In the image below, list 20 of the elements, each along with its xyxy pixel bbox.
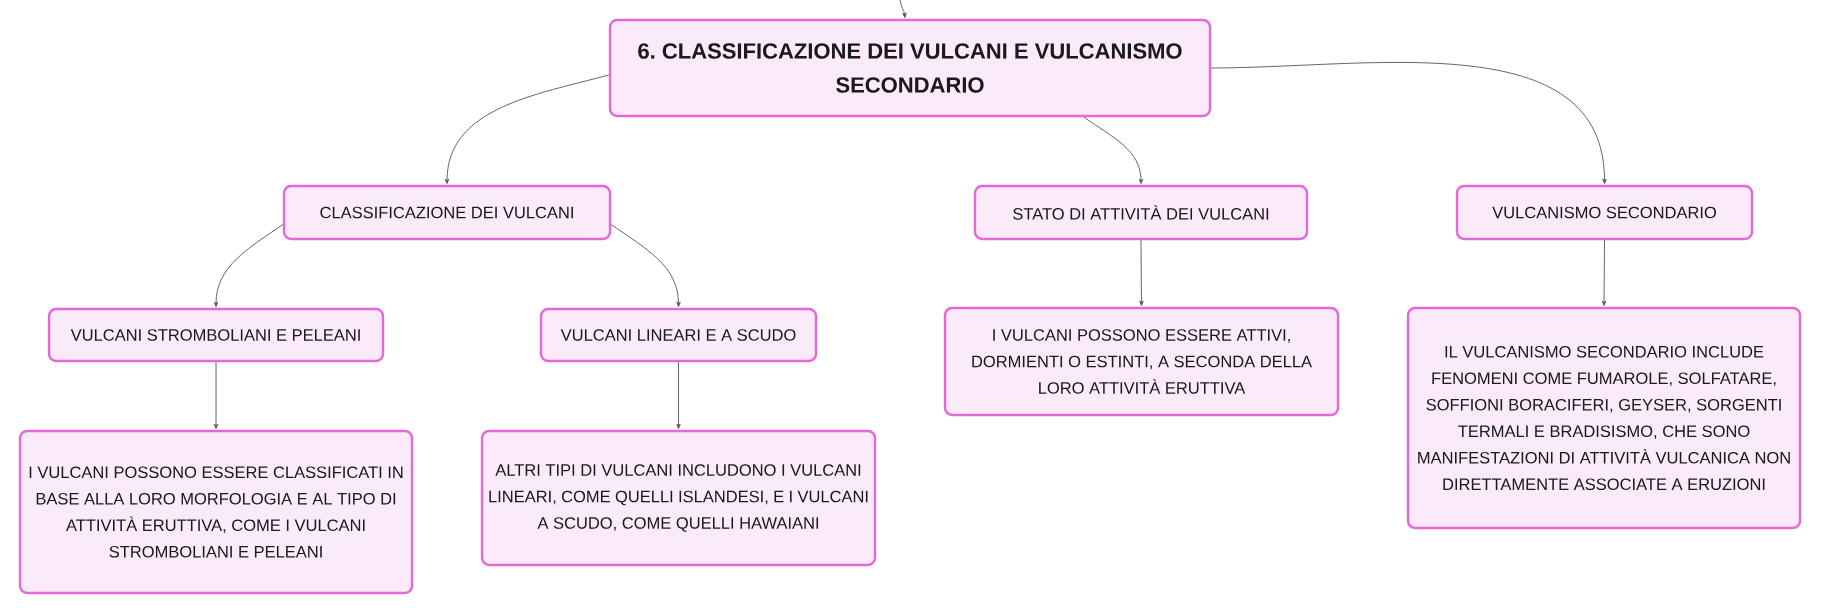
- connector-arrow: [899, 0, 907, 18]
- central-topic-box: 6. CLASSIFICAZIONE DEI VULCANI E VULCANISMO SECONDARIO: [608, 18, 1212, 118]
- topic-box: VULCANI STROMBOLIANI E PELEANI: [47, 307, 385, 363]
- topic-box: VULCANISMO SECONDARIO: [1455, 184, 1754, 241]
- connector-arrow: [676, 361, 681, 429]
- topic-box: CLASSIFICAZIONE DEI VULCANI: [282, 184, 612, 241]
- connector-arrow: [1083, 116, 1144, 184]
- description-box: IL VULCANISMO SECONDARIO INCLUDE FENOMENI COME FUMAROLE, SOLFATARE, SOFFIONI BORACIFERI, GEYSER, SORGENTI TERMALI E BRADISISMO, CHE SONO MANIFESTAZIONI DI ATTIVITÀ VULCANICA NON DIRETTAMENTE ASSOCIATE A ERUZIONI: [1406, 306, 1802, 530]
- connector-arrow: [1210, 62, 1607, 184]
- description-box: I VULCANI POSSONO ESSERE ATTIVI, DORMIENTI O ESTINTI, A SECONDA DELLA LORO ATTIVITÀ ERUTTIVA: [943, 306, 1340, 417]
- description-box: I VULCANI POSSONO ESSERE CLASSIFICATI IN BASE ALLA LORO MORFOLOGIA E AL TIPO DI ATTIVITÀ ERUTTIVA, COME I VULCANI STROMBOLIANI E PELEANI: [18, 429, 414, 595]
- connector-arrow: [1139, 239, 1144, 306]
- connector-arrow: [444, 74, 610, 184]
- description-box: ALTRI TIPI DI VULCANI INCLUDONO I VULCANI LINEARI, COME QUELLI ISLANDESI, E I VULCANI A SCUDO, COME QUELLI HAWAIANI: [480, 429, 877, 567]
- connector-arrow: [610, 224, 681, 307]
- topic-box: STATO DI ATTIVITÀ DEI VULCANI: [973, 184, 1309, 241]
- connector-arrow: [213, 361, 219, 429]
- connector-arrow: [213, 224, 284, 307]
- connector-arrow: [1601, 239, 1607, 306]
- topic-box: VULCANI LINEARI E A SCUDO: [539, 307, 818, 363]
